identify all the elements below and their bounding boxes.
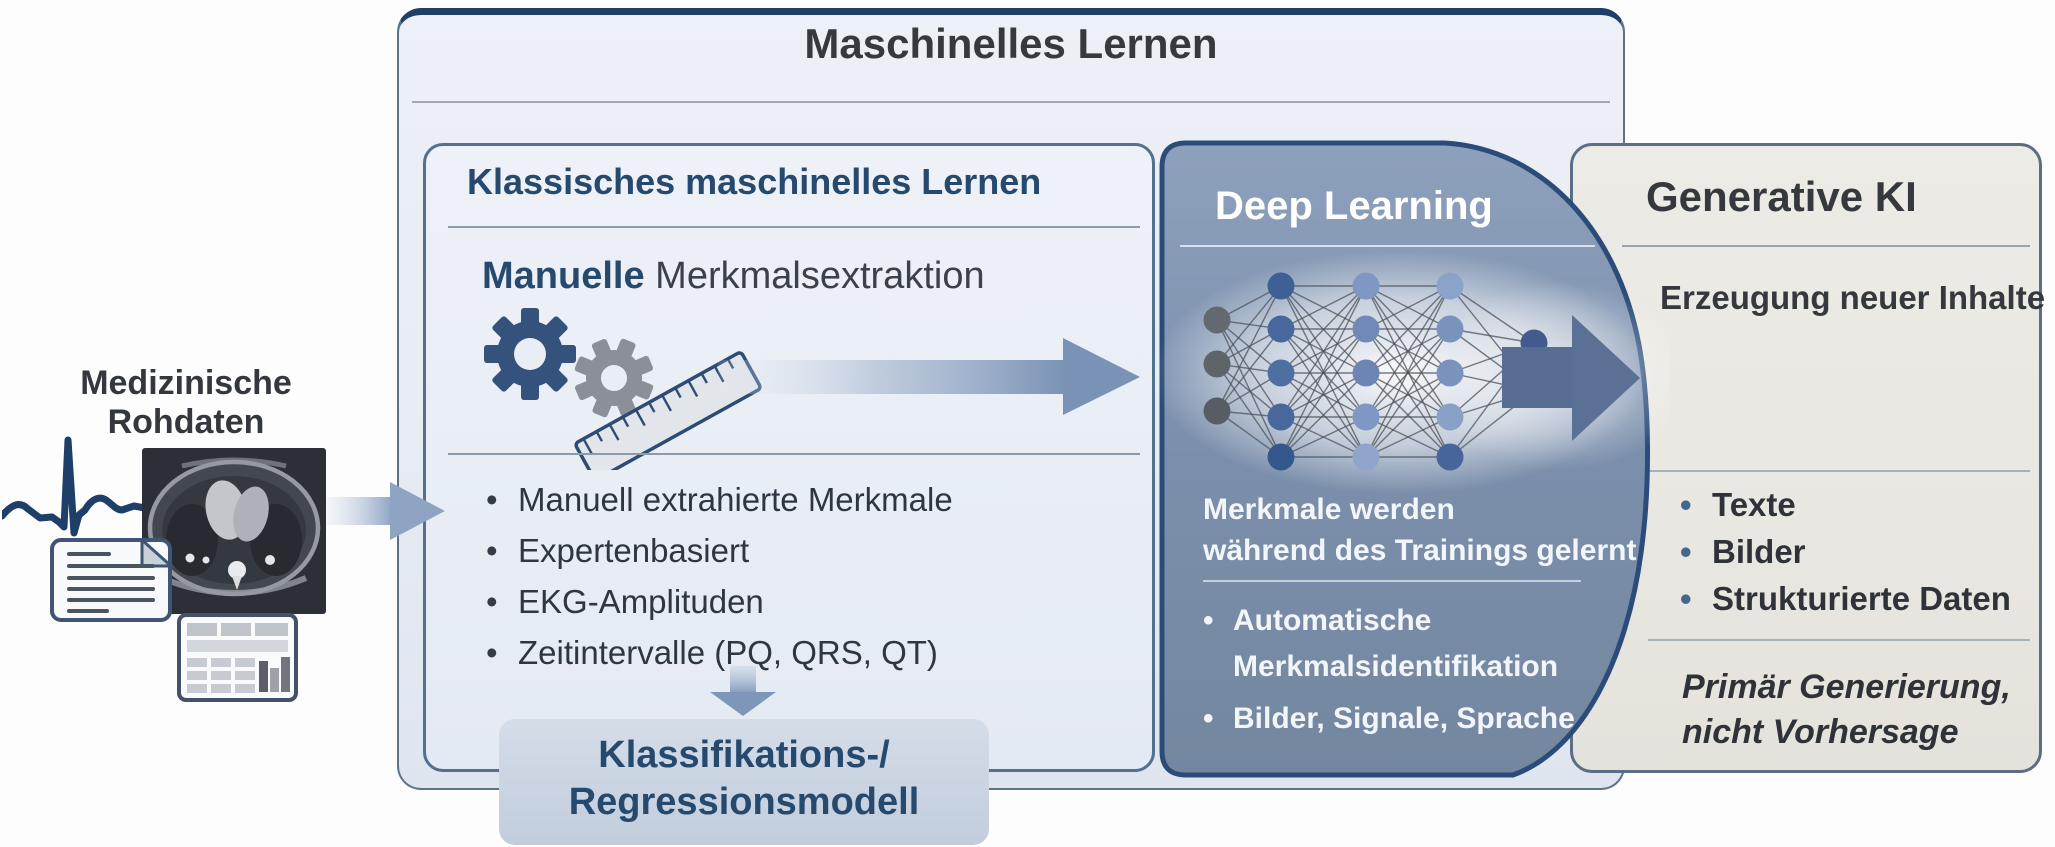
page-title: Maschinelles Lernen (804, 20, 1218, 67)
title-divider (412, 101, 1610, 103)
gear-icon (484, 308, 576, 400)
generative-divider-top (1622, 245, 2030, 247)
arrow-down-icon (710, 666, 776, 716)
klassifikations-regressionsmodell-box: Klassifikations-/ Regressionsmodell (499, 719, 989, 845)
arrow-right-icon (718, 338, 1140, 415)
deep-learning-note: Merkmale werden während des Trainings ge… (1203, 489, 1636, 571)
klassisches-divider-mid (448, 453, 1140, 455)
neural-network-icon (1216, 285, 1535, 458)
deep-learning-note-line2: während des Trainings gelernt (1203, 534, 1637, 567)
generative-bullet-list: Texte Bilder Strukturierte Daten (1680, 481, 2040, 622)
deep-learning-bullet-list: Automatische Merkmalsidentifikation Bild… (1203, 598, 1575, 748)
model-box-line1: Klassifikations-/ (598, 734, 890, 776)
generative-divider-bottom (1648, 639, 2030, 641)
deep-learning-panel (1152, 140, 1670, 778)
list-item: Strukturierte Daten (1680, 575, 2040, 622)
klassisches-ml-title: Klassisches maschinelles Lernen (467, 161, 1042, 202)
subtitle-emphasis: Manuelle (482, 255, 645, 297)
generative-ki-title: Generative KI (1646, 173, 1917, 220)
generative-note: Primär Generierung, nicht Vorhersage (1682, 665, 2011, 755)
generative-divider-mid (1648, 470, 2030, 472)
list-item: Zeitintervalle (PQ, QRS, QT) (482, 627, 1132, 678)
ct-scan-icon (142, 448, 326, 614)
feature-extraction-icons (484, 308, 762, 470)
list-item: Bilder (1680, 528, 2040, 575)
model-box-line2: Regressionsmodell (568, 781, 920, 823)
list-item: Bilder, Signale, Sprache (1203, 696, 1575, 742)
report-table-icon (177, 613, 298, 702)
klassisches-bullet-list: Manuell extrahierte Merkmale Expertenbas… (482, 474, 1132, 678)
generative-note-line1: Primär Generierung, (1682, 668, 2011, 706)
list-item: EKG-Amplituden (482, 576, 1132, 627)
generative-note-line2: nicht Vorhersage (1682, 713, 1959, 751)
list-item: Manuell extrahierte Merkmale (482, 474, 1132, 525)
list-item: Automatische Merkmalsidentifikation (1203, 598, 1575, 690)
deep-learning-divider-mid (1203, 580, 1581, 582)
deep-learning-note-line1: Merkmale werden (1203, 493, 1455, 526)
deep-learning-divider-top (1180, 245, 1595, 247)
list-item: Expertenbasiert (482, 525, 1132, 576)
ecg-waveform-icon (2, 436, 147, 537)
klassisches-divider-top (448, 226, 1140, 228)
text-note-icon (50, 538, 174, 622)
arrow-right-icon (1502, 315, 1640, 441)
subtitle-rest: Merkmalsextraktion (644, 255, 985, 297)
medizinische-rohdaten-label: Medizinische Rohdaten (80, 364, 292, 441)
list-item: Texte (1680, 481, 2040, 528)
manuelle-merkmalsextraktion-label: Manuelle Merkmalsextraktion (482, 255, 985, 298)
gear-icon (574, 338, 654, 418)
arrow-right-icon (326, 482, 445, 540)
deep-learning-title: Deep Learning (1215, 184, 1493, 228)
erzeugung-label: Erzeugung neuer Inhalte (1660, 279, 2046, 316)
